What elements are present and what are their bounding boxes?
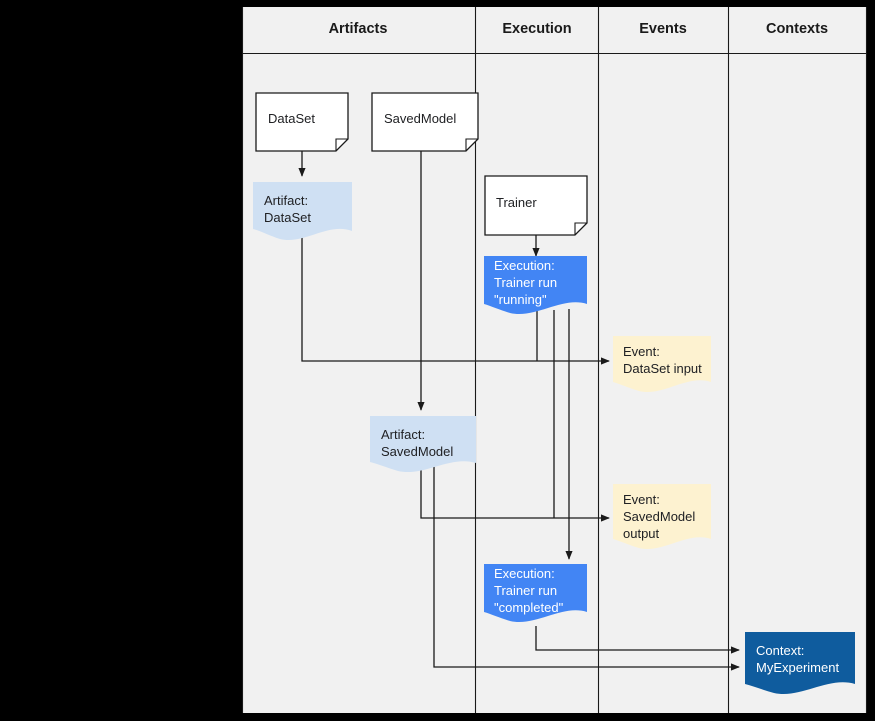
node-execution-running[interactable]: Execution: Trainer run "running" bbox=[484, 256, 587, 315]
node-type-dataset[interactable]: DataSet bbox=[255, 92, 349, 152]
wave-document-shape bbox=[613, 336, 711, 393]
node-label-line-2: Trainer run bbox=[494, 583, 557, 598]
node-label-line-3: "completed" bbox=[494, 600, 564, 615]
node-label-line-2: MyExperiment bbox=[756, 660, 839, 675]
document-shape bbox=[371, 92, 479, 152]
node-type-savedmodel[interactable]: SavedModel bbox=[371, 92, 479, 152]
node-label: DataSet bbox=[268, 111, 315, 126]
wave-document-shape bbox=[613, 484, 711, 550]
node-label-line-1: Execution: bbox=[494, 258, 555, 273]
folded-corner-icon bbox=[574, 222, 587, 235]
column-header-execution: Execution bbox=[502, 21, 571, 37]
node-label-line-2: SavedModel bbox=[381, 444, 453, 459]
document-shape bbox=[484, 175, 588, 236]
node-label: Trainer bbox=[496, 195, 537, 210]
node-label-line-3: output bbox=[623, 526, 660, 541]
column-header-contexts: Contexts bbox=[766, 21, 828, 37]
wave-document-shape bbox=[745, 632, 855, 695]
edge-execution-completed-to-context bbox=[535, 626, 740, 654]
node-artifact-dataset[interactable]: Artifact: DataSet bbox=[253, 182, 352, 241]
node-label-line-1: Event: bbox=[623, 344, 660, 359]
column-header-label: Events bbox=[639, 21, 687, 37]
wave-document-shape bbox=[370, 416, 476, 473]
node-label: SavedModel bbox=[384, 111, 456, 126]
folded-corner-icon bbox=[465, 138, 478, 151]
document-shape bbox=[255, 92, 349, 152]
column-header-label: Contexts bbox=[766, 21, 828, 37]
column-header-events: Events bbox=[639, 21, 687, 37]
node-label-line-1: Artifact: bbox=[264, 193, 308, 208]
node-type-trainer[interactable]: Trainer bbox=[484, 175, 588, 236]
edge-layer bbox=[298, 151, 740, 671]
column-header-artifacts: Artifacts bbox=[329, 21, 388, 37]
column-header-label: Artifacts bbox=[329, 21, 388, 37]
node-label-line-2: DataSet input bbox=[623, 361, 702, 376]
node-label-line-3: "running" bbox=[494, 292, 547, 307]
diagram-canvas: Artifacts Execution Events Contexts bbox=[241, 7, 868, 713]
node-label-line-1: Event: bbox=[623, 492, 660, 507]
node-execution-completed[interactable]: Execution: Trainer run "completed" bbox=[484, 564, 587, 623]
node-label-line-1: Artifact: bbox=[381, 427, 425, 442]
node-label-line-1: Context: bbox=[756, 643, 804, 658]
node-label-line-2: Trainer run bbox=[494, 275, 557, 290]
column-header-label: Execution bbox=[502, 21, 571, 37]
wave-document-shape bbox=[484, 256, 587, 315]
edge-artifact-savedmodel-to-context bbox=[433, 466, 740, 671]
node-label-line-2: DataSet bbox=[264, 210, 311, 225]
edge-artifact-savedmodel-to-event-output bbox=[420, 467, 610, 522]
node-artifact-savedmodel[interactable]: Artifact: SavedModel bbox=[370, 416, 476, 473]
node-event-dataset-input[interactable]: Event: DataSet input bbox=[613, 336, 711, 393]
node-context-myexperiment[interactable]: Context: MyExperiment bbox=[745, 632, 855, 695]
node-label-line-2: SavedModel bbox=[623, 509, 695, 524]
edge-artifact-dataset-to-event-input bbox=[301, 231, 610, 365]
node-event-savedmodel-output[interactable]: Event: SavedModel output bbox=[613, 484, 711, 550]
wave-document-shape bbox=[253, 182, 352, 241]
ml-metadata-diagram: Artifacts Execution Events Contexts bbox=[241, 7, 868, 713]
folded-corner-icon bbox=[335, 138, 348, 151]
node-label-line-1: Execution: bbox=[494, 566, 555, 581]
wave-document-shape bbox=[484, 564, 587, 623]
